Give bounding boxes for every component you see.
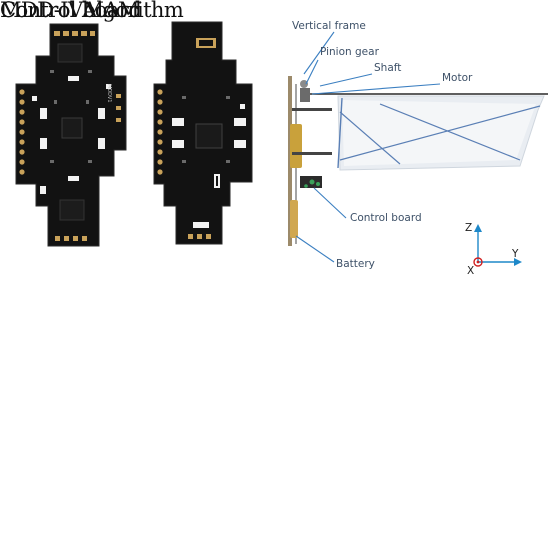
pcb-silkscreen: MDDV1 [106, 84, 112, 103]
z-arrowhead [474, 224, 482, 232]
pcb-front: MDDV1 [15, 23, 127, 247]
figure-canvas: MDDV1 [15, 21, 548, 267]
label-battery: Battery [336, 258, 375, 270]
axis-label-z: Z [465, 222, 473, 234]
x-axis-marker [473, 257, 483, 267]
label-control-board: Control board [350, 212, 422, 224]
label-vertical-frame: Vertical frame [292, 20, 366, 32]
axis-label-y: Y [512, 248, 519, 260]
wing-mechanism-photo [288, 76, 548, 246]
title-mdd-ivmam: MDD-IVMAM [0, 0, 140, 22]
axis-triad [473, 224, 522, 267]
title-control-algorithm: Control Algorithm [0, 0, 184, 22]
callout-lines [295, 31, 441, 263]
pcb-back [153, 21, 253, 245]
axis-label-x: X [467, 265, 475, 277]
label-shaft: Shaft [374, 62, 402, 74]
label-pinion-gear: Pinion gear [320, 46, 379, 58]
label-motor: Motor [442, 72, 473, 84]
title-control-board: Control board [0, 0, 142, 22]
y-arrowhead [514, 258, 522, 266]
